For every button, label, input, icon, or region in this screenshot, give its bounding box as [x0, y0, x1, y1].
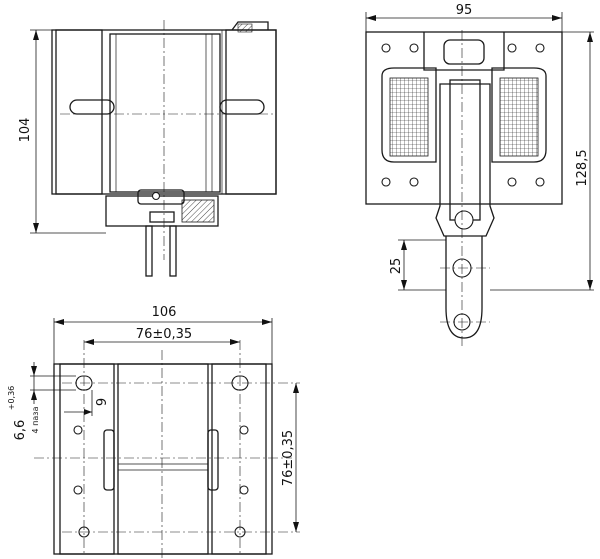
plan-frame — [53, 363, 273, 555]
dim-9-label: 9 — [95, 398, 110, 406]
front-mounting-holes — [381, 43, 545, 187]
coil-left — [381, 67, 437, 163]
plunger-link — [445, 236, 483, 339]
terminal-block — [105, 195, 219, 227]
front-view: 95 128,5 25 — [365, 3, 594, 346]
coil-right — [491, 67, 547, 163]
plan-coil — [117, 363, 209, 555]
top-notch — [231, 21, 269, 31]
dim-76-h-label: 76±0,35 — [136, 327, 192, 342]
right-bracket — [225, 29, 277, 195]
dim-6-6-label: 6,6 — [13, 420, 28, 441]
dim-128-5-label: 128,5 — [575, 149, 590, 186]
plan-left-plate — [59, 363, 115, 555]
dim-25-label: 25 — [389, 258, 404, 275]
pin-right — [169, 225, 177, 277]
left-slot — [69, 99, 115, 115]
dim-76-v-label: 76±0,35 — [281, 430, 296, 486]
left-bracket — [55, 29, 103, 195]
dim-6-6-note: 4 пазa — [31, 406, 40, 433]
dim-95-label: 95 — [456, 3, 473, 18]
plunger-arm — [435, 83, 495, 237]
side-view: 104 — [18, 20, 277, 277]
dim-6-6-upper-tol: +0,36 — [7, 386, 16, 411]
plan-right-plate — [211, 363, 267, 555]
plan-view: 106 76±0,35 76±0,35 6,6 +0,36 4 пазa 9 — [7, 305, 300, 558]
dim-104-label: 104 — [18, 118, 33, 143]
dim-106-label: 106 — [152, 305, 177, 320]
coil-body — [109, 33, 221, 193]
front-plate — [365, 31, 563, 205]
pin-left — [145, 225, 153, 277]
